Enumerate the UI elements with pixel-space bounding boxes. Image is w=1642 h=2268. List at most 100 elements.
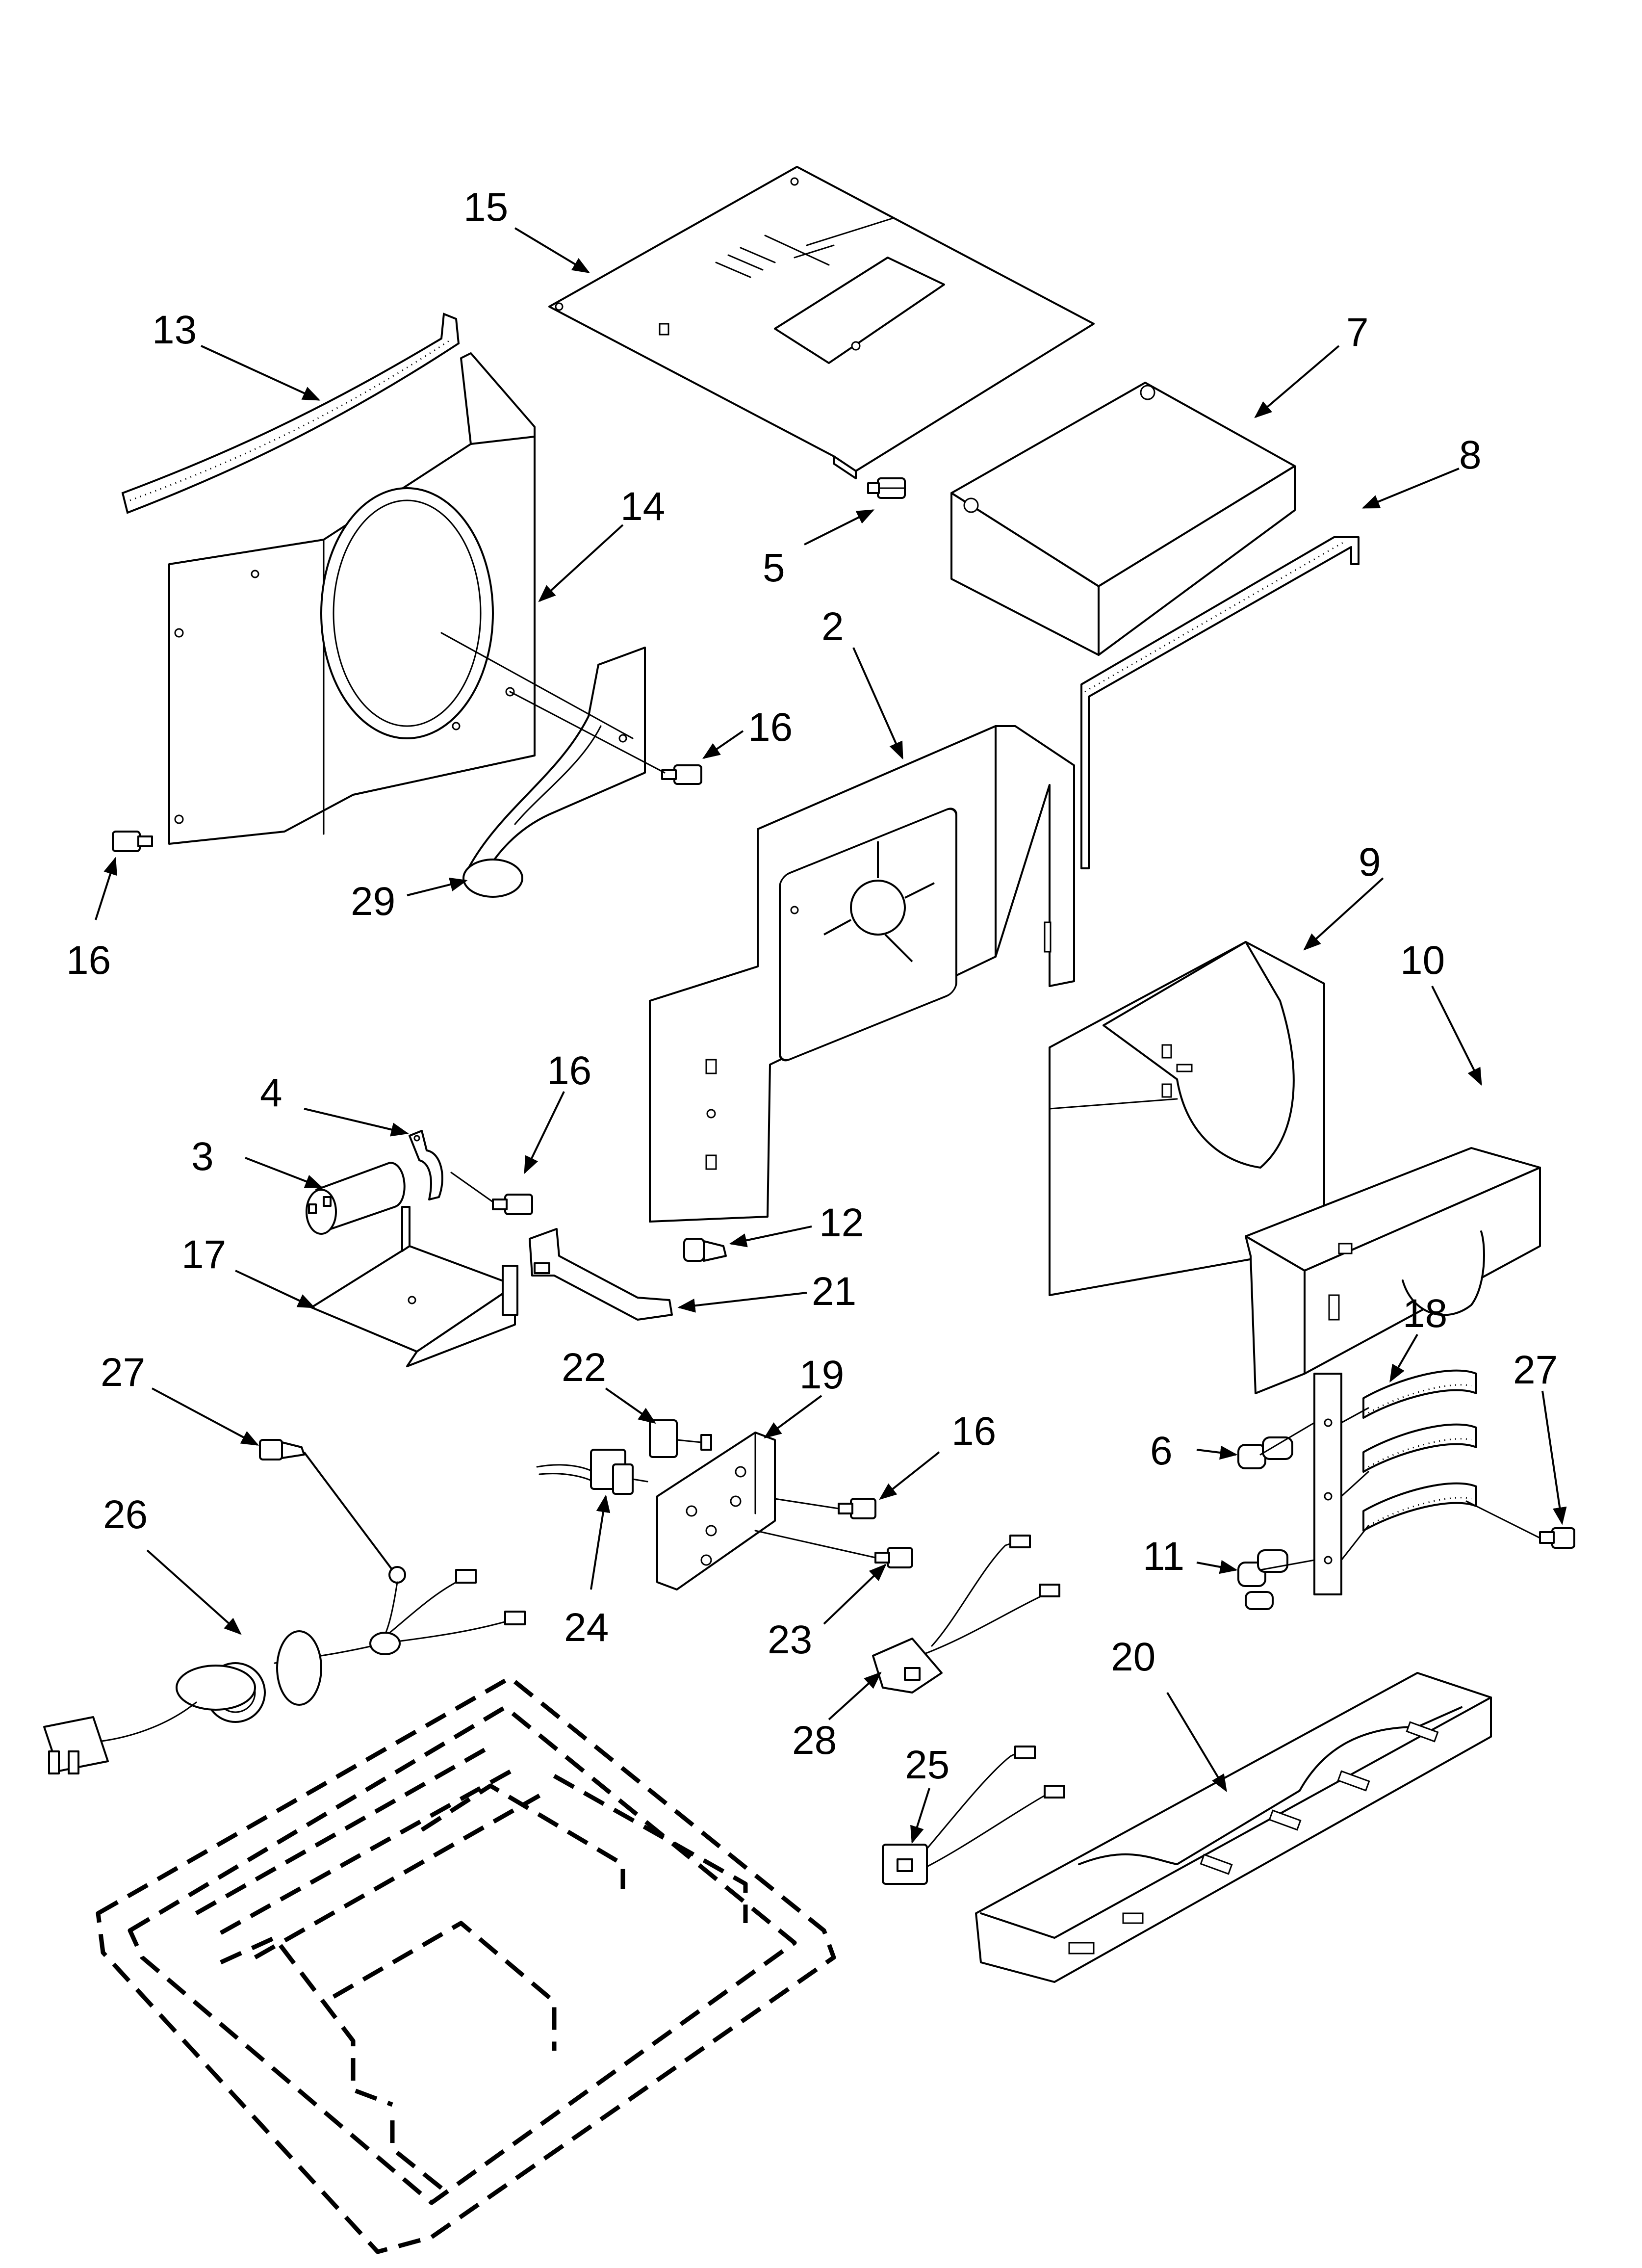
- leader-19: [764, 1395, 822, 1439]
- part-17-control-box: [310, 1206, 518, 1367]
- callout-23: 23: [768, 1617, 812, 1662]
- callout-20: 20: [1111, 1635, 1155, 1679]
- leader-22: [605, 1387, 656, 1424]
- callout-16d: 16: [951, 1409, 996, 1454]
- leader-lines: [95, 227, 1567, 1844]
- part-16-screw-d: [838, 1498, 876, 1519]
- part-12-screw: [683, 1238, 727, 1262]
- leader-2: [852, 647, 903, 760]
- callout-21: 21: [812, 1269, 856, 1314]
- leader-26: [146, 1549, 242, 1635]
- callout-25: 25: [905, 1743, 949, 1787]
- part-27-screw-b: [259, 1439, 305, 1460]
- part-16-screw-a: [661, 764, 702, 785]
- callout-26: 26: [103, 1492, 148, 1537]
- leader-11: [1196, 1560, 1238, 1574]
- callout-labels: 15 13 7 8 14 5 2 16 16 29 9 10 4 16 3 12…: [66, 185, 1558, 1787]
- callout-11: 11: [1143, 1534, 1184, 1579]
- callout-5: 5: [763, 546, 785, 590]
- part-24-thermostat: [536, 1449, 648, 1495]
- part-25-wire-harness: [882, 1746, 1065, 1885]
- callout-28: 28: [792, 1718, 837, 1763]
- leader-27b: [152, 1387, 259, 1446]
- leader-3: [245, 1157, 323, 1188]
- part-16-screw-b: [112, 831, 153, 852]
- part-21-bracket: [529, 1228, 673, 1321]
- part-10-heater-bracket: [1245, 1147, 1541, 1394]
- part-14-shroud: [168, 352, 536, 845]
- part-16-screw-c: [492, 1194, 533, 1215]
- part-22-switch: [649, 1419, 712, 1458]
- callout-18: 18: [1403, 1291, 1447, 1336]
- leader-16a: [702, 730, 744, 759]
- part-8-gasket-strip: [1080, 536, 1360, 869]
- part-27-screw-a: [1539, 1527, 1575, 1549]
- part-29-bracket: [462, 647, 646, 898]
- leader-29: [407, 877, 468, 896]
- part-20-drain-pan: [975, 1672, 1492, 1983]
- part-2-partition: [649, 725, 1075, 1223]
- leader-24: [590, 1494, 611, 1590]
- callout-12: 12: [819, 1200, 864, 1245]
- leader-23: [823, 1564, 887, 1625]
- part-11-clip: [1237, 1549, 1288, 1610]
- leader-10: [1431, 986, 1482, 1086]
- part-19-switch-bracket: [656, 1432, 776, 1590]
- callout-17: 17: [181, 1232, 226, 1277]
- leader-28: [828, 1671, 882, 1721]
- part-9-blower-housing: [1049, 941, 1325, 1296]
- callout-6: 6: [1150, 1429, 1173, 1473]
- callout-13: 13: [152, 308, 197, 352]
- part-5-screw: [867, 477, 906, 499]
- callout-10: 10: [1400, 938, 1445, 983]
- callout-16c: 16: [547, 1048, 591, 1093]
- callout-22: 22: [562, 1345, 606, 1390]
- leader-25: [910, 1788, 930, 1844]
- leader-17: [235, 1270, 316, 1308]
- part-18-heater-coil: [1313, 1369, 1477, 1595]
- leader-6: [1196, 1445, 1238, 1460]
- part-15-top-cover: [548, 166, 1095, 479]
- leader-7: [1254, 345, 1340, 418]
- leader-21: [677, 1292, 807, 1313]
- callout-2: 2: [821, 604, 844, 649]
- callout-19: 19: [799, 1353, 844, 1397]
- part-4-strap: [409, 1130, 443, 1200]
- leader-5: [804, 509, 875, 546]
- leader-9: [1303, 877, 1384, 951]
- leader-13: [201, 345, 321, 401]
- leader-27b-tail: [303, 1451, 393, 1571]
- part-28-wire-harness: [872, 1535, 1060, 1694]
- leader-16b: [95, 857, 117, 920]
- part-7-control-cover: [950, 382, 1296, 656]
- leader-18: [1389, 1333, 1418, 1383]
- callout-7: 7: [1346, 310, 1369, 355]
- callout-16a: 16: [748, 705, 793, 750]
- leader-12: [729, 1225, 812, 1248]
- base-pan-reference: [96, 1675, 836, 2254]
- callout-14: 14: [620, 484, 665, 529]
- part-13-gasket: [121, 313, 460, 514]
- part-3-capacitor: [306, 1162, 406, 1235]
- callout-4: 4: [260, 1070, 282, 1115]
- leader-20: [1166, 1692, 1227, 1793]
- part-6-clip: [1237, 1436, 1293, 1469]
- leader-14: [538, 524, 624, 602]
- leader-8: [1361, 468, 1460, 509]
- leader-16c: [524, 1091, 565, 1174]
- leader-4: [304, 1108, 409, 1137]
- leader-27a: [1541, 1390, 1567, 1525]
- callout-16b: 16: [66, 938, 111, 983]
- callout-29: 29: [351, 879, 395, 924]
- callout-8: 8: [1459, 433, 1482, 477]
- leader-16d: [879, 1451, 940, 1500]
- callout-24: 24: [564, 1605, 609, 1650]
- callout-15: 15: [463, 185, 508, 230]
- callout-27a: 27: [101, 1350, 145, 1395]
- callout-27b: 27: [1513, 1348, 1558, 1392]
- callout-3: 3: [191, 1134, 214, 1179]
- part-26-power-cord: [43, 1566, 526, 1774]
- callout-9: 9: [1359, 840, 1381, 885]
